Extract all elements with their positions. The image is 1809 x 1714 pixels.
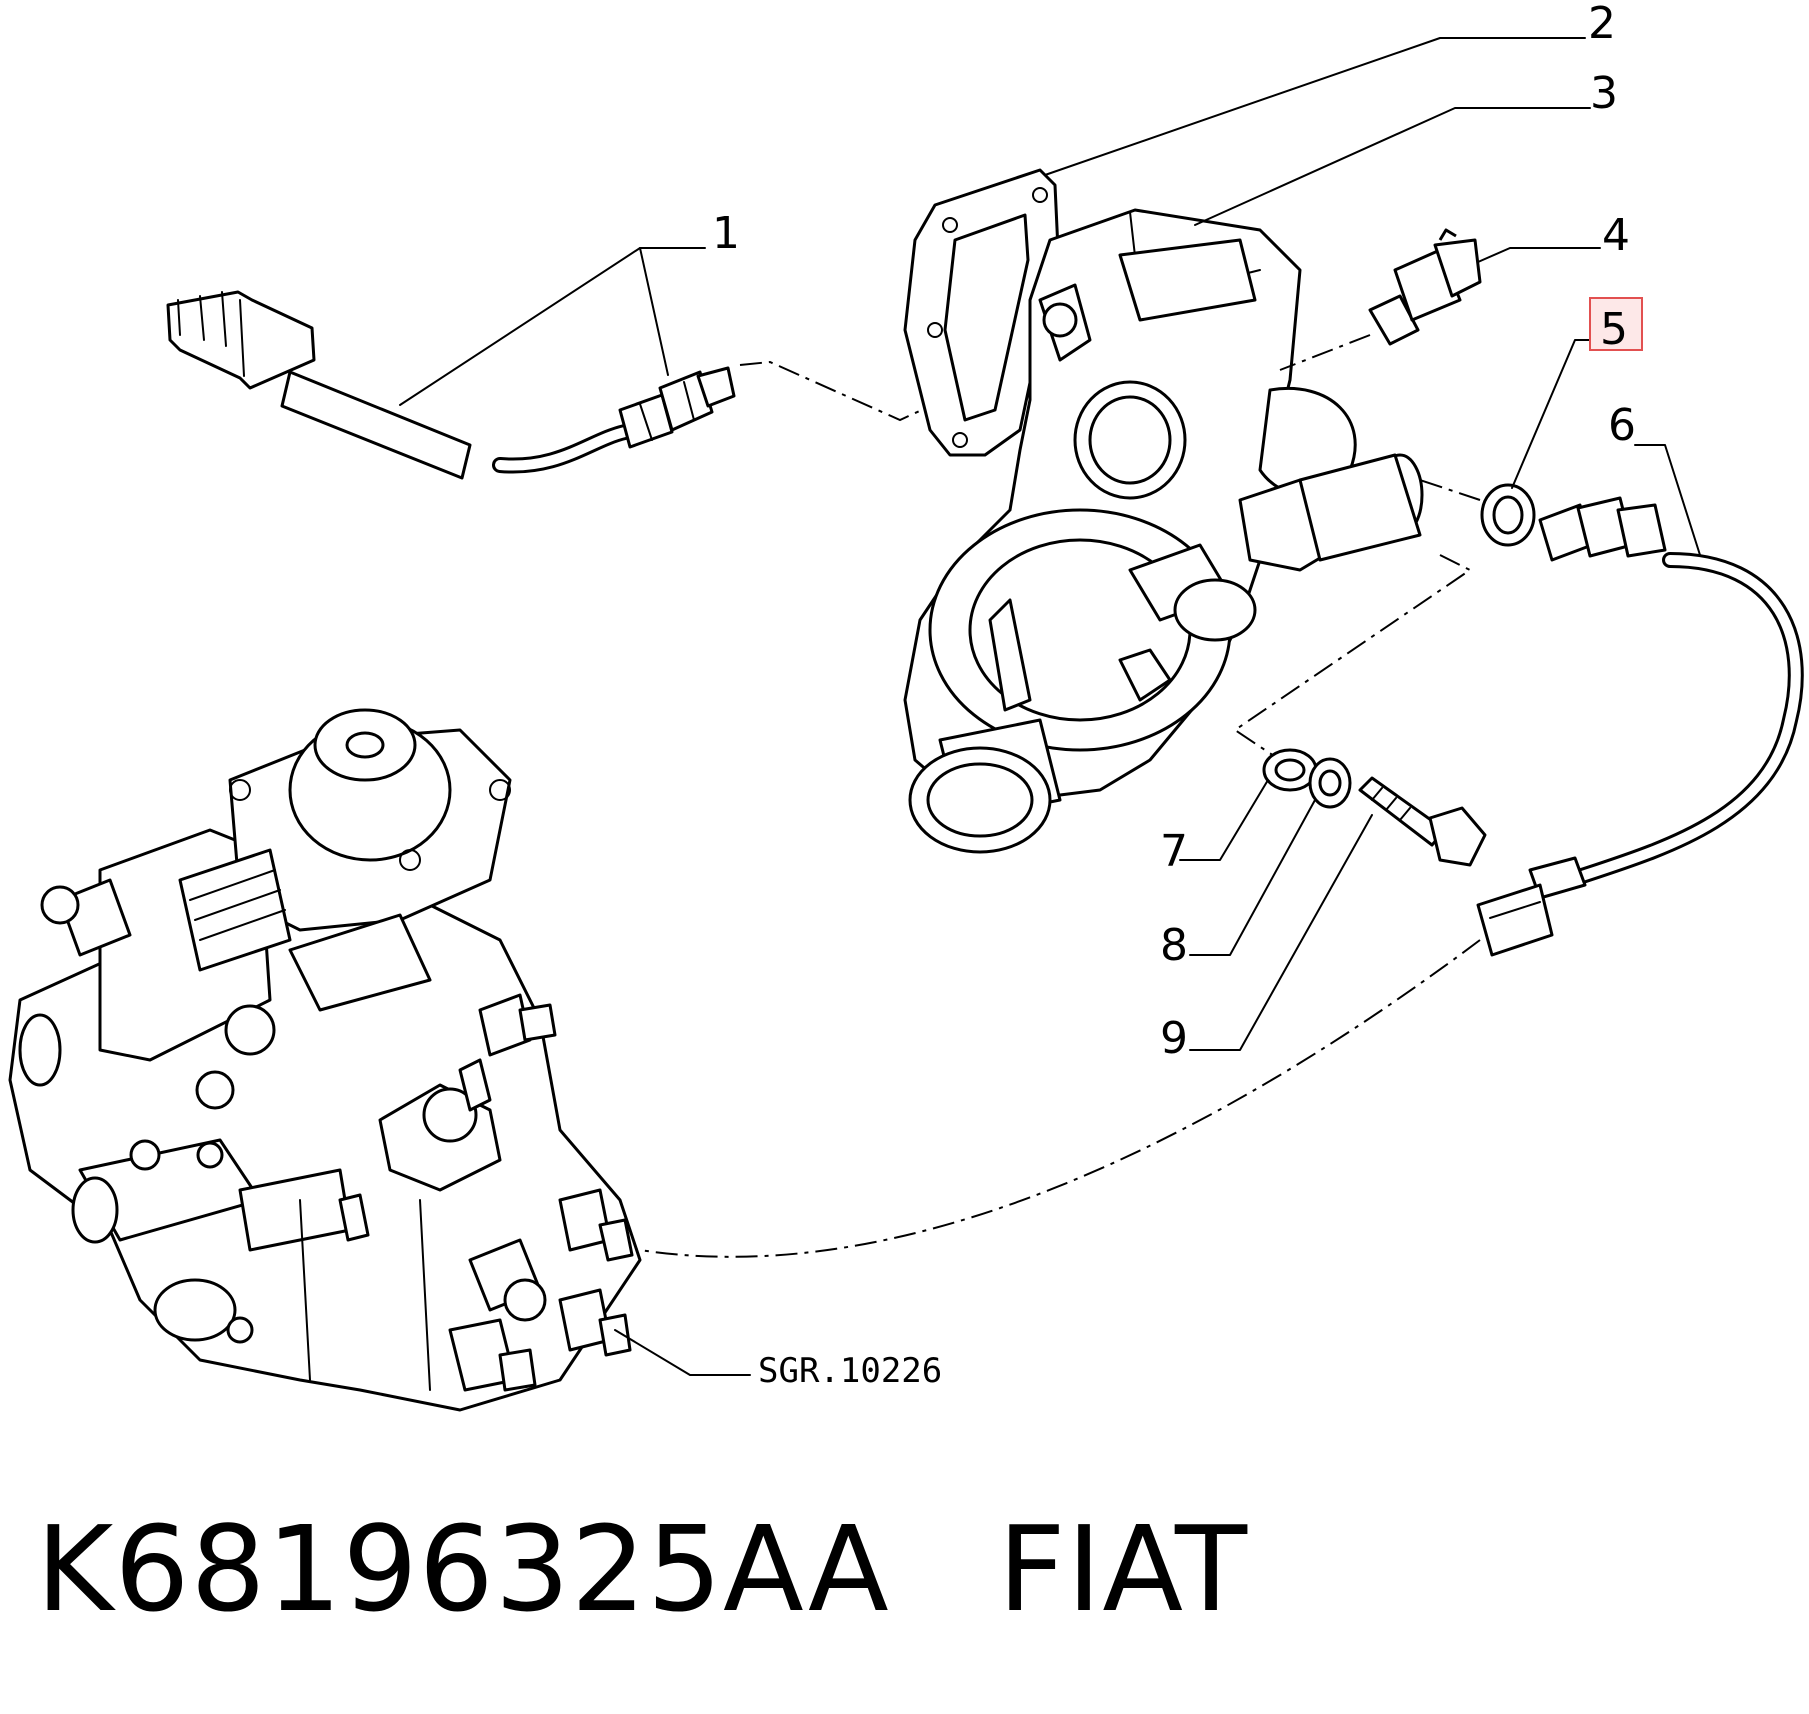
leader-ref-code [614,1329,751,1376]
part-2-gasket [903,168,1060,457]
reference-code: SGR.10226 [758,1351,942,1391]
leader-1a [399,247,706,406]
part-8-washer [1308,757,1352,809]
part-1-sensor-harness [166,290,736,480]
leader-1b [639,247,669,376]
leader-8 [1189,799,1316,956]
injection-pump-drawing [8,708,642,1412]
callout-7: 7 [1160,826,1188,877]
part-5-washer [1480,483,1536,547]
callout-3: 3 [1590,68,1618,119]
part-4-sensor [1368,228,1482,346]
highlight-box-5 [1589,297,1643,351]
callout-9: 9 [1160,1013,1188,1064]
leader-3 [1194,107,1591,226]
brand-name: FIAT [997,1500,1249,1638]
leader-7 [1179,779,1269,861]
leader-9 [1189,814,1373,1051]
part-9-bolt [1358,776,1487,867]
leader-5 [1511,339,1591,489]
leader-4 [1477,247,1601,263]
callout-6: 6 [1608,400,1636,451]
part-3-thermostat-housing [903,208,1424,854]
part-number: K68196325AA [36,1500,890,1638]
assembly-line-housing-to-screw [1233,554,1472,761]
leader-6 [1634,444,1701,556]
callout-4: 4 [1602,210,1630,261]
assembly-line-connector-to-pump [379,939,1481,1258]
callout-1: 1 [712,208,740,259]
callout-5: 5 [1600,304,1628,355]
footer-caption: K68196325AA FIAT [36,1500,1248,1638]
part-7-washer [1262,748,1318,792]
callout-8: 8 [1160,920,1188,971]
assembly-line-washer-5 [1419,479,1481,501]
callout-2: 2 [1588,0,1616,49]
leader-2 [1044,37,1586,176]
assembly-line-sensor-4 [1279,334,1371,371]
part-6-sensor-cable [1476,496,1804,957]
